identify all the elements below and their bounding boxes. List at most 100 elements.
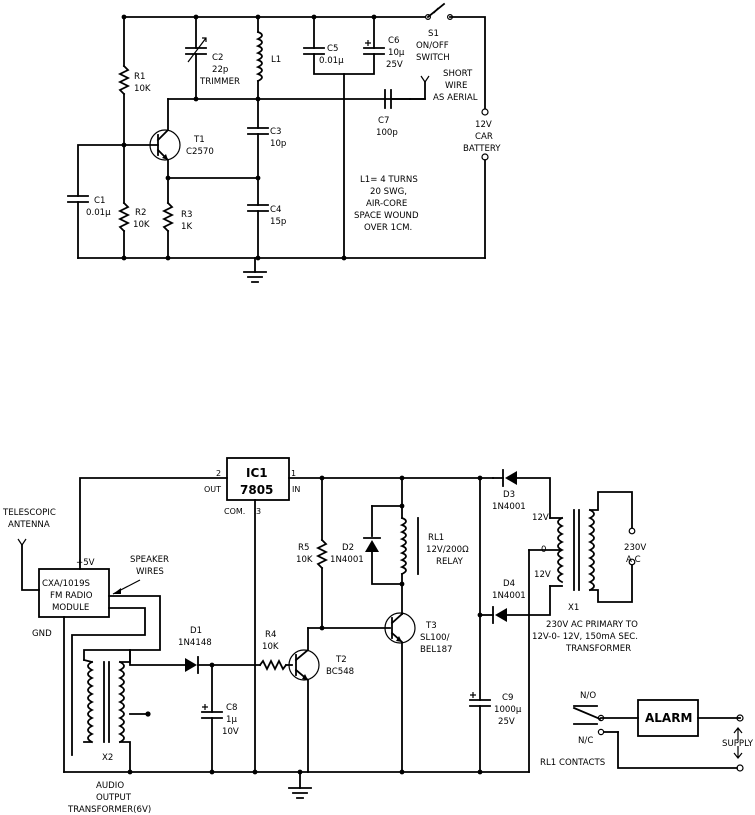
c7-value: 100p bbox=[376, 128, 398, 138]
aerial-line2: WIRE bbox=[445, 81, 467, 91]
c5-name: C5 bbox=[327, 44, 338, 54]
speaker-line1: SPEAKER bbox=[130, 555, 169, 565]
diode-d3 bbox=[492, 469, 551, 519]
transistor-t2 bbox=[288, 627, 320, 773]
note-line3: AIR-CORE bbox=[366, 199, 407, 209]
resistor-r4 bbox=[258, 658, 288, 672]
coil-note: L1= 4 TURNS 20 SWG, AIR-CORE SPACE WOUND… bbox=[354, 175, 419, 233]
x1-desc3: TRANSFORMER bbox=[565, 644, 631, 654]
r4-value: 10K bbox=[262, 642, 279, 652]
telescopic-antenna bbox=[17, 538, 40, 591]
plus5-label: +5V bbox=[76, 558, 95, 568]
transistor-t1 bbox=[123, 98, 181, 204]
receiver-circuit: IC1 7805 2 OUT 1 IN COM. 3 CXA/1019S FM … bbox=[2, 457, 754, 815]
no-label: N/O bbox=[580, 691, 596, 701]
note-line2: 20 SWG, bbox=[370, 187, 407, 197]
transistor-t3 bbox=[384, 612, 416, 773]
c8-name: C8 bbox=[226, 703, 237, 713]
ic1-value: 7805 bbox=[240, 483, 273, 497]
aerial-line1: SHORT bbox=[443, 69, 473, 79]
x1-desc1: 230V AC PRIMARY TO bbox=[546, 620, 638, 630]
r4-name: R4 bbox=[265, 630, 276, 640]
s1-line2: SWITCH bbox=[416, 53, 450, 63]
c1-name: C1 bbox=[94, 196, 105, 206]
r2-value: 10K bbox=[133, 220, 150, 230]
x1-name: X1 bbox=[568, 603, 579, 613]
resistor-r3 bbox=[161, 201, 175, 233]
t3-value: SL100/ bbox=[420, 633, 450, 643]
speaker-line2: WIRES bbox=[136, 567, 164, 577]
t1-name: T1 bbox=[193, 135, 205, 145]
rl1-name: RL1 bbox=[428, 533, 444, 543]
r5-value: 10K bbox=[296, 555, 313, 565]
resistor-r2 bbox=[117, 201, 131, 233]
battery-line2: CAR bbox=[475, 132, 493, 142]
c6-name: C6 bbox=[388, 36, 399, 46]
note-line1: L1= 4 TURNS bbox=[360, 175, 418, 185]
x2-name: X2 bbox=[102, 753, 113, 763]
c6-value: 10µ bbox=[388, 48, 405, 58]
d4-value: 1N4001 bbox=[492, 591, 526, 601]
ground-symbol-tx bbox=[243, 257, 267, 283]
contacts-label: RL1 CONTACTS bbox=[540, 758, 605, 768]
aerial-line3: AS AERIAL bbox=[433, 93, 478, 103]
switch-s1 bbox=[425, 2, 454, 21]
nc-label: N/C bbox=[578, 736, 593, 746]
fm-radio-module bbox=[38, 568, 110, 618]
d3-value: 1N4001 bbox=[492, 502, 526, 512]
inductor-l1 bbox=[255, 30, 263, 83]
c1-value: 0.01µ bbox=[86, 208, 111, 218]
s1-line1: ON/OFF bbox=[416, 41, 449, 51]
ic1-pin-in: IN bbox=[292, 485, 300, 494]
r2-name: R2 bbox=[135, 208, 146, 218]
diode-d1 bbox=[185, 656, 199, 674]
d1-name: D1 bbox=[190, 626, 202, 636]
transformer-x1 bbox=[549, 491, 633, 603]
ic1-name: IC1 bbox=[246, 466, 268, 480]
l1-name: L1 bbox=[271, 55, 281, 65]
d4-name: D4 bbox=[503, 579, 515, 589]
x1-sec-bot: 12V bbox=[534, 570, 551, 580]
ic1-pin-out: OUT bbox=[204, 485, 221, 494]
c3-value: 10p bbox=[270, 139, 286, 149]
transformer-line1: AUDIO bbox=[96, 781, 124, 791]
s1-name: S1 bbox=[428, 29, 439, 39]
x1-desc2: 12V-0- 12V, 150mA SEC. bbox=[532, 632, 638, 642]
x1-primary2: A C bbox=[626, 555, 641, 565]
note-line4: SPACE WOUND bbox=[354, 211, 419, 221]
ic1-pin2: 2 bbox=[216, 469, 221, 478]
c4-name: C4 bbox=[270, 205, 281, 215]
transformer-line3: TRANSFORMER(6V) bbox=[67, 805, 151, 815]
supply-label: SUPPLY bbox=[722, 739, 754, 749]
c2-value: 22p bbox=[212, 65, 228, 75]
c8-voltage: 10V bbox=[222, 727, 239, 737]
d2-value: 1N4001 bbox=[330, 555, 364, 565]
c9-value: 1000µ bbox=[494, 705, 522, 715]
r1-value: 10K bbox=[134, 84, 151, 94]
module-line1: CXA/1019S bbox=[42, 579, 90, 589]
r1-name: R1 bbox=[134, 72, 145, 82]
module-line2: FM RADIO bbox=[50, 591, 93, 601]
t2-value: BC548 bbox=[326, 667, 354, 677]
rl1-extra: RELAY bbox=[436, 557, 464, 567]
c7-name: C7 bbox=[378, 116, 389, 126]
x1-sec-top: 12V bbox=[532, 513, 549, 523]
transformer-line2: OUTPUT bbox=[96, 793, 132, 803]
transmitter-circuit: R1 10K C2 22p TRIMMER L1 C5 0.01µ C6 10µ… bbox=[67, 2, 501, 283]
c5-value: 0.01µ bbox=[319, 56, 344, 66]
d1-value: 1N4148 bbox=[178, 638, 212, 648]
c4-value: 15p bbox=[270, 217, 286, 227]
r5-name: R5 bbox=[298, 543, 309, 553]
module-line3: MODULE bbox=[52, 603, 89, 613]
ic1-pin1: 1 bbox=[291, 469, 296, 478]
t1-value: C2570 bbox=[186, 147, 214, 157]
antenna-line2: ANTENNA bbox=[8, 520, 50, 530]
resistor-r1 bbox=[117, 64, 131, 96]
antenna-line1: TELESCOPIC bbox=[2, 508, 56, 518]
note-line5: OVER 1CM. bbox=[364, 223, 412, 233]
rl1-value: 12V/200Ω bbox=[426, 545, 469, 555]
c9-voltage: 25V bbox=[498, 717, 515, 727]
gnd-label: GND bbox=[32, 629, 52, 639]
alarm-label: ALARM bbox=[645, 711, 692, 725]
c9-name: C9 bbox=[502, 693, 513, 703]
